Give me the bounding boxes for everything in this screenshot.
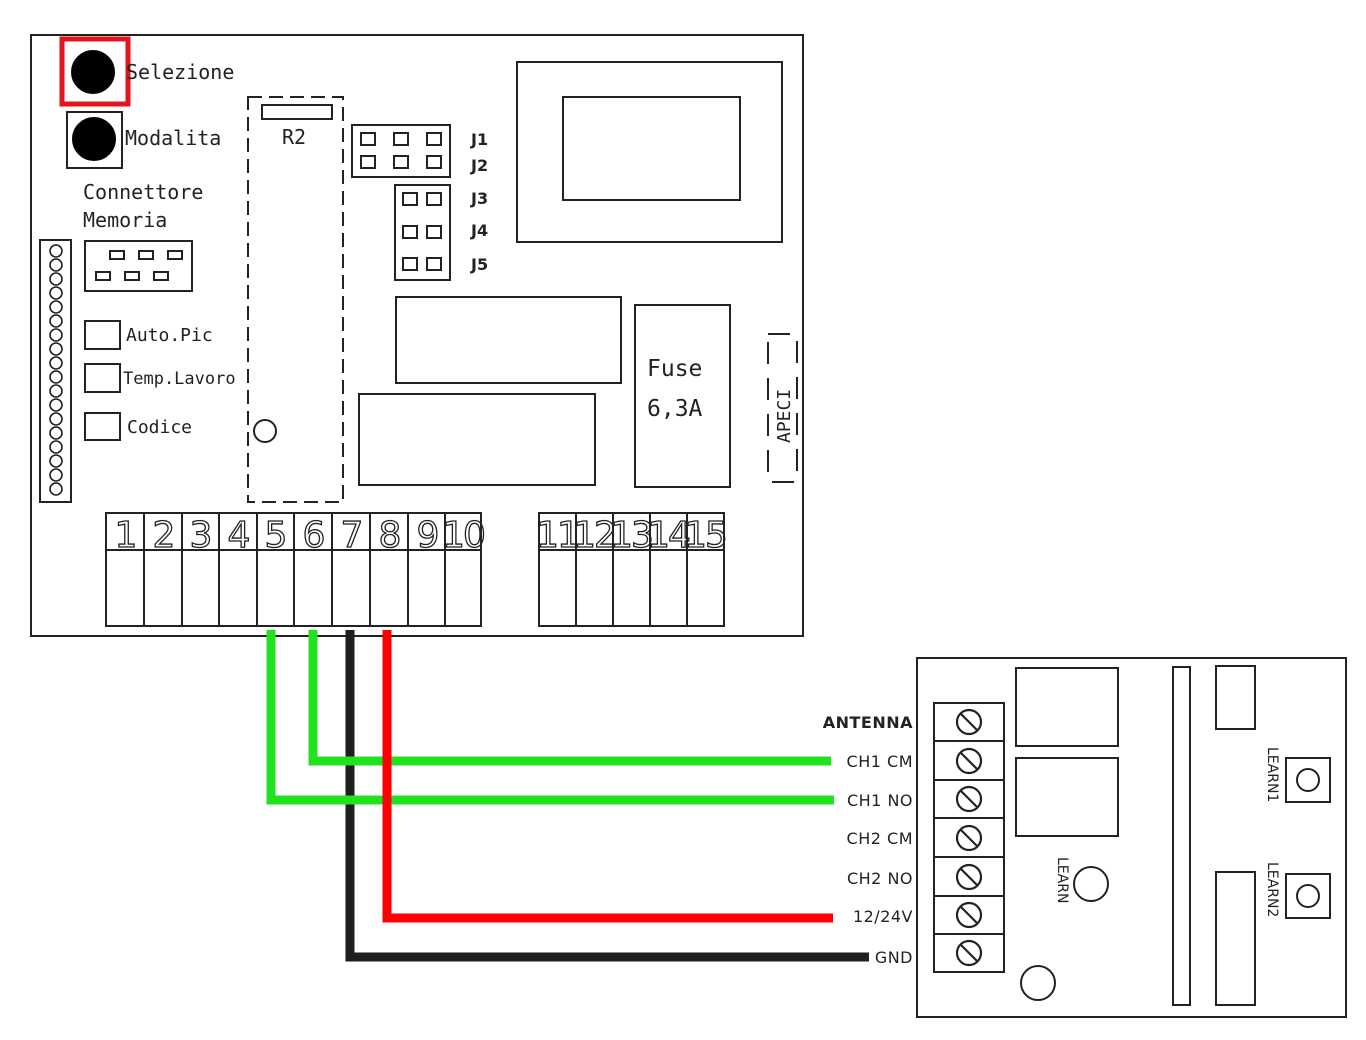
learn2-label: LEARN2 <box>1264 862 1280 917</box>
jumper-block-j3-j5 <box>394 184 451 281</box>
learn1-label: LEARN1 <box>1264 747 1280 802</box>
terminal-9[interactable]: 9 <box>416 514 440 556</box>
r2-hole <box>253 419 277 443</box>
receiver-component-top <box>1215 665 1256 730</box>
receiver-vertical-strip <box>1172 666 1191 1006</box>
wire-green-ch1-cm <box>308 630 831 766</box>
label-ch2-no: CH2 NO <box>847 869 913 888</box>
jumper-label-j3: J3 <box>470 189 488 208</box>
relay-2 <box>358 393 596 486</box>
learn-labels: LEARN LEARN1 LEARN2 <box>1054 747 1280 917</box>
led-label-codice: Codice <box>127 417 192 438</box>
receiver-labels: ANTENNA CH1 CM CH1 NO CH2 CM CH2 NO 12/2… <box>823 713 913 967</box>
label-ch1-cm: CH1 CM <box>847 752 913 771</box>
fuse <box>634 304 731 488</box>
learn1-button[interactable] <box>1296 768 1320 792</box>
jumper-label-j5: J5 <box>470 255 488 274</box>
modalita-label: Modalita <box>125 126 221 150</box>
label-ch2-cm: CH2 CM <box>847 829 913 848</box>
wire-black-gnd <box>345 630 869 962</box>
jumper-label-j4: J4 <box>470 221 488 240</box>
jumper-pins-j3-j5 <box>402 192 442 271</box>
led-label-temp-lavoro: Temp.Lavoro <box>123 369 236 389</box>
memory-connector-pins <box>95 250 183 281</box>
display-window <box>562 96 741 201</box>
terminal-13[interactable]: 13 <box>609 514 654 556</box>
led-codice <box>84 412 121 441</box>
led-temp-lavoro <box>84 363 121 393</box>
memory-connector[interactable] <box>84 240 193 292</box>
main-board-labels: Selezione Modalita R2 J1 J2 J3 J4 J5 Con… <box>83 60 795 443</box>
learn2-button-frame <box>1285 873 1331 919</box>
board-outline <box>30 34 804 637</box>
receiver-relay-1 <box>1015 667 1119 747</box>
receiver-outline <box>916 657 1347 1018</box>
terminal-3[interactable]: 3 <box>189 514 213 556</box>
receiver-relay-2 <box>1015 757 1119 837</box>
terminal-2[interactable]: 2 <box>152 514 176 556</box>
label-ch1-no: CH1 NO <box>847 791 913 810</box>
modalita-button[interactable] <box>72 117 116 161</box>
receiver-terminal-block <box>933 702 1005 973</box>
side-pin-header-pins <box>49 244 63 496</box>
receiver-hole <box>1020 965 1056 1001</box>
terminal-block-left <box>105 512 482 627</box>
terminal-10[interactable]: 10 <box>441 514 486 556</box>
wire-green-ch1-no <box>266 630 834 805</box>
terminal-7[interactable]: 7 <box>340 514 364 556</box>
led-auto-pic <box>84 320 121 350</box>
receiver-component-bottom <box>1215 871 1256 1006</box>
side-pin-header <box>39 239 72 503</box>
terminal-block-right <box>538 512 725 627</box>
r2-module <box>247 96 344 503</box>
display-frame <box>516 61 783 243</box>
wires <box>266 630 869 962</box>
r2-slot <box>261 104 333 120</box>
main-board <box>30 34 804 637</box>
relay-1 <box>395 296 622 384</box>
terminal-8[interactable]: 8 <box>378 514 402 556</box>
jumper-label-j1: J1 <box>470 130 488 149</box>
terminal-4[interactable]: 4 <box>227 514 251 556</box>
selezione-label: Selezione <box>126 60 234 84</box>
led-label-auto-pic: Auto.Pic <box>126 325 213 346</box>
memory-connector-label-2: Memoria <box>83 208 167 232</box>
learn-label: LEARN <box>1054 857 1070 903</box>
learn-button[interactable] <box>1073 866 1109 902</box>
terminal-6[interactable]: 6 <box>302 514 326 556</box>
wire-red-12-24v <box>382 630 833 923</box>
terminal-11[interactable]: 11 <box>535 514 580 556</box>
label-gnd: GND <box>875 948 913 967</box>
receiver-terminal-dividers <box>934 740 1004 935</box>
terminal-numbers: 1 2 3 4 5 6 7 8 9 10 11 12 13 14 15 <box>114 514 729 556</box>
learn2-button[interactable] <box>1296 884 1320 908</box>
selezione-button[interactable] <box>71 50 115 94</box>
apeci-label: APECI <box>774 389 795 443</box>
receiver-screws[interactable] <box>955 708 983 967</box>
fuse-label: Fuse <box>647 356 702 382</box>
r2-label: R2 <box>282 125 306 149</box>
jumper-label-j2: J2 <box>470 156 488 175</box>
modalita-button-frame <box>66 111 123 169</box>
jumper-pins-j1-j2 <box>360 132 442 169</box>
terminal-15[interactable]: 15 <box>683 514 728 556</box>
terminal-14[interactable]: 14 <box>646 514 691 556</box>
memory-connector-label-1: Connettore <box>83 180 203 204</box>
receiver-board <box>916 657 1347 1018</box>
learn1-button-frame <box>1285 757 1331 803</box>
apeci-connector <box>767 333 798 483</box>
label-antenna: ANTENNA <box>823 713 913 732</box>
fuse-rating-label: 6,3A <box>647 396 703 422</box>
terminal-12[interactable]: 12 <box>572 514 617 556</box>
jumper-block-j1-j2 <box>351 124 451 178</box>
terminal-1[interactable]: 1 <box>114 514 138 556</box>
highlight-box <box>59 36 131 107</box>
label-12-24v: 12/24V <box>853 907 913 926</box>
terminal-5[interactable]: 5 <box>264 514 288 556</box>
